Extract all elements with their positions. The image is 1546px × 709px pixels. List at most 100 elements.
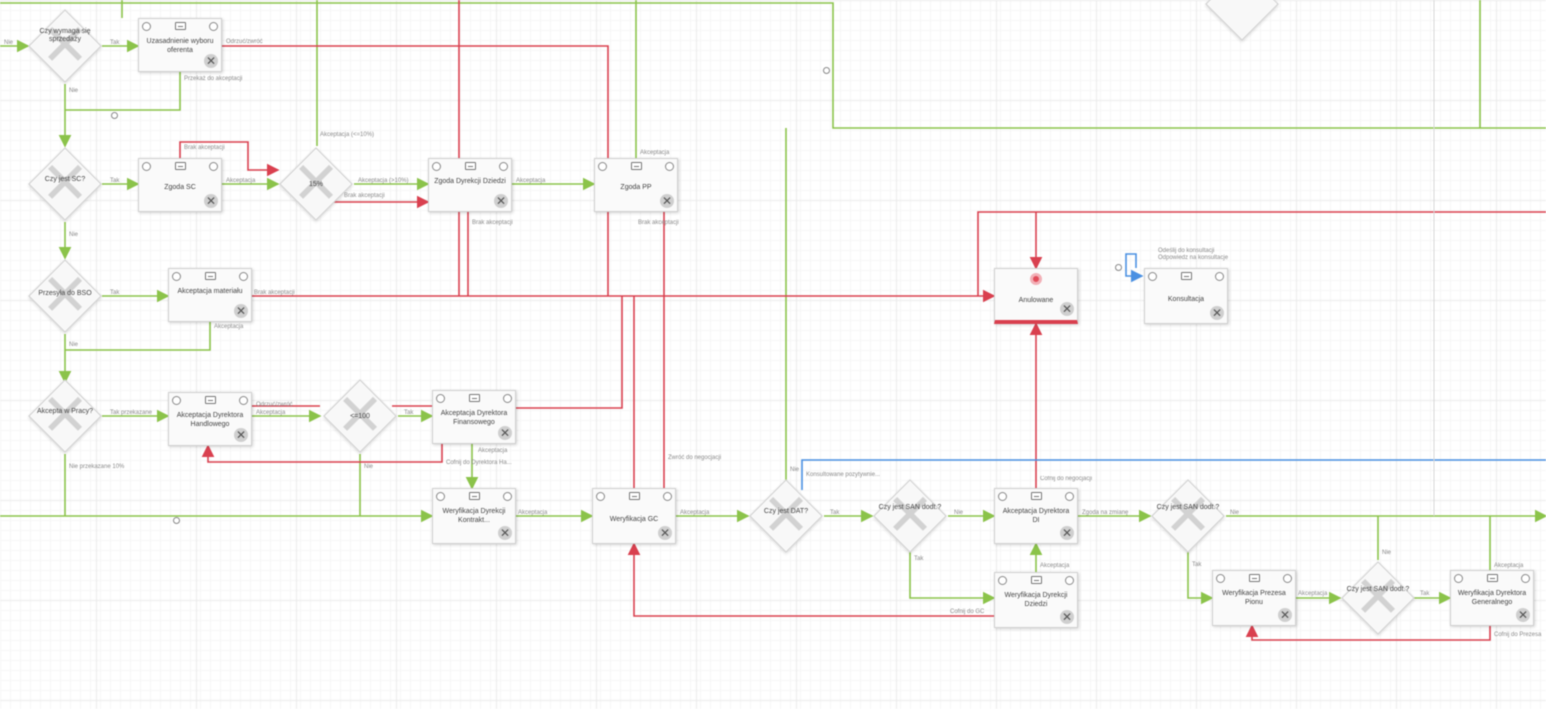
task-label: Zgoda Dyrekcji Dziedzi (434, 178, 506, 185)
edge-green (65, 72, 181, 111)
task-t12[interactable]: Akceptacja Dyrektora DI ✕ (994, 488, 1078, 544)
edge-blue (1125, 253, 1144, 283)
close-circle-icon[interactable]: ✕ (1060, 302, 1074, 316)
connector-dot[interactable] (665, 162, 674, 171)
task-t6[interactable]: Akceptacja Dyrektora Handlowego ✕ (168, 392, 252, 446)
connector-dot[interactable] (432, 162, 441, 171)
task-t2[interactable]: Zgoda SC ✕ (138, 158, 222, 212)
envelope-icon (469, 394, 480, 402)
edge-label: Akceptacja (256, 410, 286, 416)
edge-label: Tak (404, 410, 414, 416)
task-t8[interactable]: Weryfikacja Dyrekcji Kontrakt... ✕ (432, 488, 516, 544)
connector-dot[interactable] (1065, 492, 1074, 501)
close-circle-icon[interactable]: ✕ (498, 526, 512, 540)
edge-label: Nie przekazane 10% (69, 464, 125, 470)
exclusive-gateway-icon: ✕ (885, 483, 935, 548)
edge-label: Cofnij do Dyrektora Ha... (446, 460, 512, 466)
edge-label: Tak (830, 510, 840, 516)
task-label: Akceptacja Dyrektora DI (1002, 508, 1070, 524)
task-t11[interactable]: Konsultacja ✕ (1144, 268, 1228, 324)
edge-label: Cofnij do GC (950, 609, 985, 615)
close-circle-icon[interactable]: ✕ (234, 304, 248, 318)
gateway-label: 15% (308, 181, 323, 188)
edge-red (179, 141, 280, 177)
edge-label: Konsultowane pozytywnie... (806, 472, 881, 478)
connector-dot[interactable] (142, 22, 151, 31)
close-circle-icon[interactable]: ✕ (1210, 306, 1224, 320)
connector-dot[interactable] (173, 517, 180, 524)
connector-dot[interactable] (1521, 574, 1530, 583)
connector-dot[interactable] (172, 272, 181, 281)
close-circle-icon[interactable]: ✕ (498, 426, 512, 440)
connector-dot[interactable] (663, 492, 672, 501)
task-label: Akceptacja Dyrektora Handlowego (176, 412, 244, 428)
task-t7[interactable]: Akceptacja Dyrektora Finansowego ✕ (432, 390, 516, 444)
close-circle-icon[interactable]: ✕ (1060, 610, 1074, 624)
stop-icon (1030, 273, 1042, 285)
task-t14[interactable]: Weryfikacja Prezesa Pionu ✕ (1212, 570, 1296, 626)
connector-dot[interactable] (499, 162, 508, 171)
task-t1[interactable]: Uzasadnienie wyboru oferenta ✕ (138, 18, 222, 72)
connector-dot[interactable] (239, 396, 248, 405)
connector-dot[interactable] (998, 576, 1007, 585)
edge-label: Tak (110, 178, 120, 184)
close-circle-icon[interactable]: ✕ (1060, 526, 1074, 540)
connector-dot[interactable] (1283, 574, 1292, 583)
close-circle-icon[interactable]: ✕ (494, 194, 508, 208)
edge-label: Nie (954, 510, 964, 516)
connector-dot[interactable] (1148, 272, 1157, 281)
task-t13[interactable]: Weryfikacja Dyrekcji Dziedzi ✕ (994, 572, 1078, 628)
close-circle-icon[interactable]: ✕ (1278, 608, 1292, 622)
connector-dot[interactable] (823, 67, 830, 74)
task-t5[interactable]: Akceptacja materiału ✕ (168, 268, 252, 322)
envelope-icon (205, 272, 216, 280)
edge-green (0, 2, 1546, 129)
close-circle-icon[interactable]: ✕ (658, 526, 672, 540)
connector-dot[interactable] (503, 492, 512, 501)
connector-dot[interactable] (598, 162, 607, 171)
task-t10[interactable]: Anulowane ✕ (994, 268, 1078, 324)
connector-dot[interactable] (503, 394, 512, 403)
connector-dot[interactable] (1115, 264, 1122, 271)
connector-dot[interactable] (436, 492, 445, 501)
edge-label: Nie (69, 342, 79, 348)
close-circle-icon[interactable]: ✕ (234, 428, 248, 442)
close-circle-icon[interactable]: ✕ (660, 194, 674, 208)
edge-label: Akceptacja (516, 178, 546, 184)
edge-label: Tak (110, 290, 120, 296)
edge-label: Przekaż do akceptacji (184, 76, 243, 82)
task-t4[interactable]: Zgoda PP ✕ (594, 158, 678, 212)
edge-label: Nie (4, 40, 14, 46)
close-circle-icon[interactable]: ✕ (1516, 608, 1530, 622)
envelope-icon (465, 162, 476, 170)
gateway-label: Czy jest SC? (44, 176, 86, 183)
connector-dot[interactable] (239, 272, 248, 281)
task-t15[interactable]: Weryfikacja Dyrektora Generalnego ✕ (1450, 570, 1534, 626)
envelope-icon (469, 492, 480, 500)
task-t9[interactable]: Weryfikacja GC ✕ (592, 488, 676, 544)
gateway-label: Czy wymaga się sprzedaży (39, 28, 91, 43)
task-label: Weryfikacja Dyrekcji Dziedzi (1004, 592, 1068, 608)
edge-label: Brak akceptacji (184, 145, 225, 151)
connector-dot[interactable] (1065, 576, 1074, 585)
close-circle-icon[interactable]: ✕ (204, 194, 218, 208)
edge-label: Nie (790, 467, 800, 473)
connector-dot[interactable] (1454, 574, 1463, 583)
exclusive-gateway-icon: ✕ (1163, 483, 1213, 548)
connector-dot[interactable] (209, 162, 218, 171)
connector-dot[interactable] (436, 394, 445, 403)
connector-dot[interactable] (142, 162, 151, 171)
close-circle-icon[interactable]: ✕ (204, 54, 218, 68)
task-t3[interactable]: Zgoda Dyrekcji Dziedzi ✕ (428, 158, 512, 212)
connector-dot[interactable] (172, 396, 181, 405)
edge-label: Akceptacja (518, 510, 548, 516)
envelope-icon (205, 396, 216, 404)
edge-label: Akceptacja (1298, 591, 1328, 597)
connector-dot[interactable] (998, 492, 1007, 501)
connector-dot[interactable] (1215, 272, 1224, 281)
connector-dot[interactable] (209, 22, 218, 31)
connector-dot[interactable] (596, 492, 605, 501)
connector-dot[interactable] (1216, 574, 1225, 583)
connector-dot[interactable] (111, 112, 118, 119)
